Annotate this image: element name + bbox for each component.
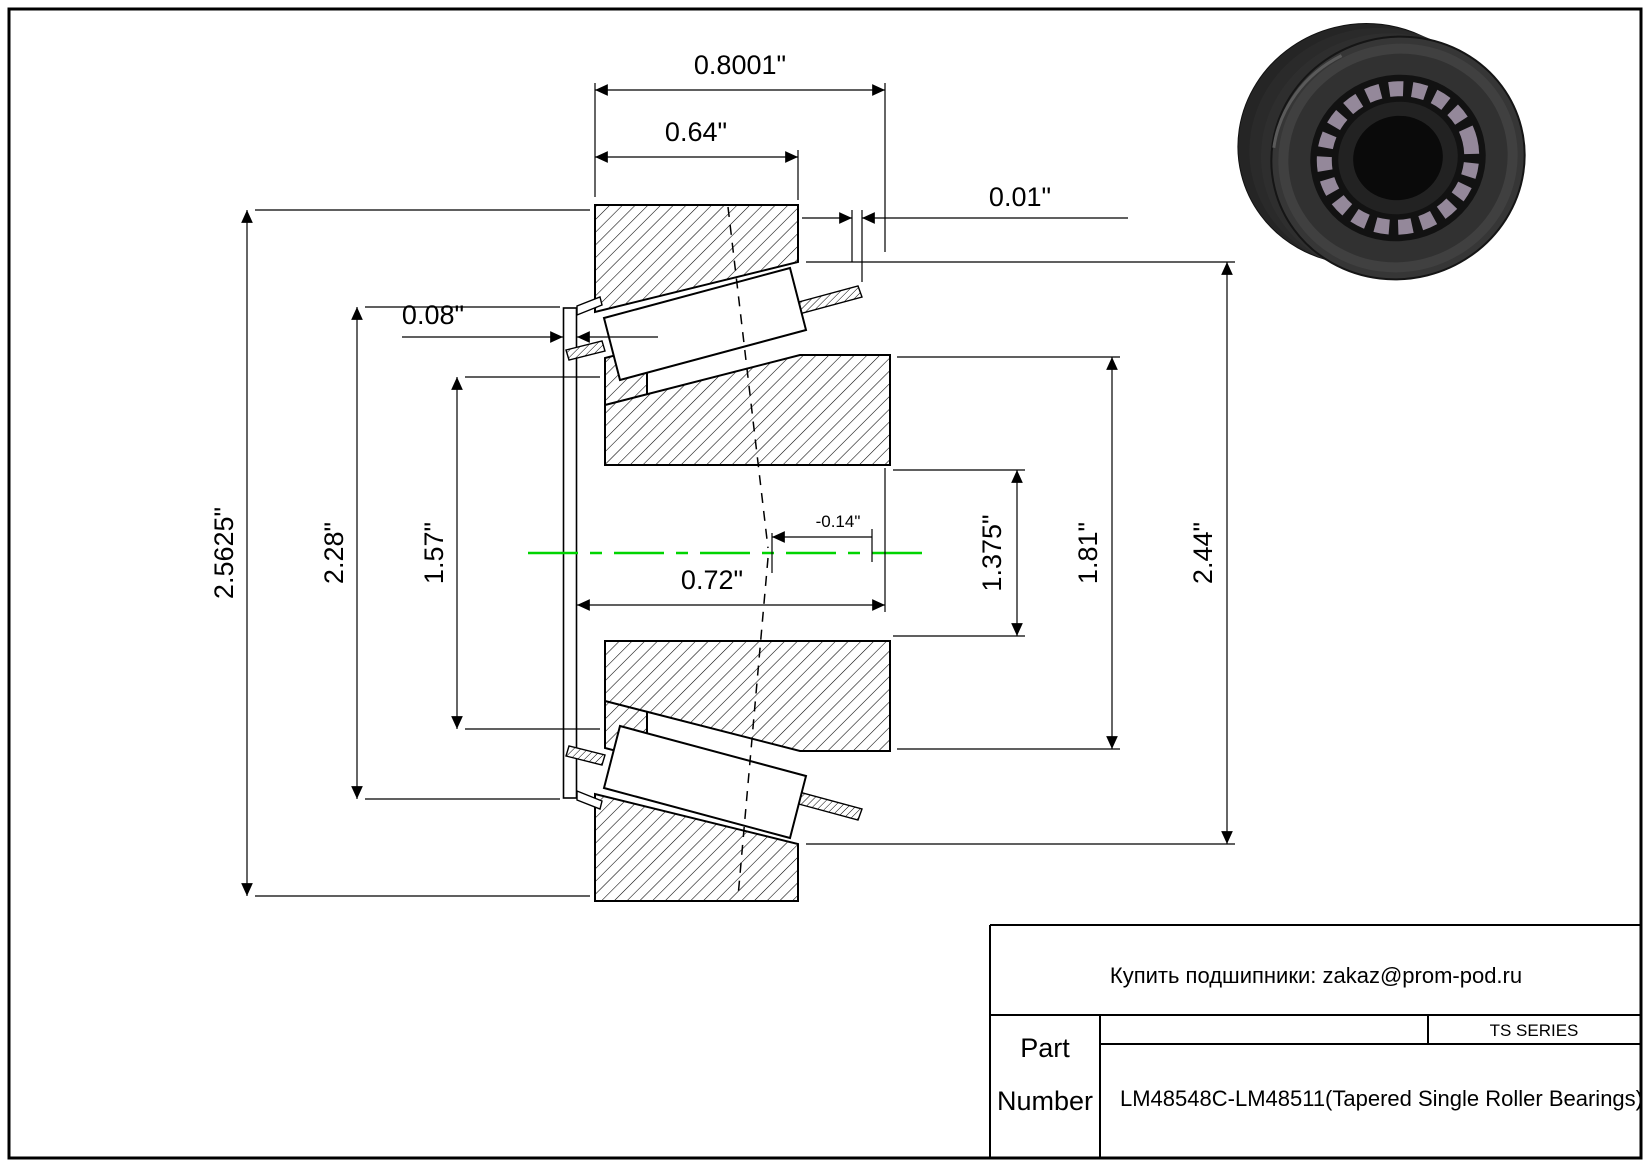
slinger-flare-bottom (576, 789, 603, 810)
render-bore (1353, 115, 1443, 201)
series-label: TS SERIES (1490, 1021, 1579, 1040)
dim-label-cone-backface-od: 1.81" (1073, 522, 1103, 584)
dim-label-bore: 1.375" (977, 514, 1007, 591)
slinger-flare-top (576, 296, 603, 317)
cone-section-top (604, 354, 891, 466)
cup-section-top (594, 204, 799, 314)
dim-cone-backface-od: 1.81" (897, 356, 1120, 750)
dim-standoff: 0.01" (802, 182, 1128, 282)
dim-slinger-standoff: 0.08" (402, 300, 658, 343)
cup-section-bottom (594, 792, 799, 902)
dim-label-cup-od: 2.44" (1188, 522, 1218, 584)
contact-line: Купить подшипники: zakaz@prom-pod.ru (1110, 963, 1522, 988)
part-label-top: Part (1020, 1033, 1070, 1063)
dim-effective-center: -0.14" (771, 512, 873, 573)
dim-bore: 1.375" (893, 469, 1025, 637)
dim-cup-width: 0.64" (595, 117, 799, 200)
dim-flange-od: 2.5625" (209, 209, 590, 897)
dim-label-effective-center: -0.14" (816, 512, 861, 531)
part-number: LM48548C-LM48511(Tapered Single Roller B… (1120, 1086, 1643, 1111)
bearing-3d-render (1237, 23, 1526, 281)
dim-cone-rib-od: 1.57" (419, 376, 600, 730)
dim-label-cone-rib-od: 1.57" (419, 522, 449, 584)
roller-top (602, 266, 808, 382)
dim-label-cone-width: 0.72" (681, 565, 743, 595)
dim-slinger-od: 2.28" (319, 306, 560, 800)
dim-overall-width: 0.8001" (594, 50, 886, 252)
cage-strip-bottom-left (565, 745, 606, 766)
bearing-cross-section (528, 204, 922, 902)
dim-cone-width: 0.72" (577, 468, 886, 612)
dim-label-flange-od: 2.5625" (209, 507, 239, 599)
page-border (7, 7, 1643, 1160)
dim-cup-od: 2.44" (806, 261, 1235, 845)
roller-bottom (602, 724, 808, 840)
title-block: Купить подшипники: zakaz@prom-pod.ru TS … (989, 924, 1643, 1158)
dim-label-standoff: 0.01" (989, 182, 1051, 212)
render-rollers (1316, 81, 1480, 235)
dim-label-cup-width: 0.64" (665, 117, 727, 147)
cage-strip-top-left (565, 340, 606, 361)
part-label-bottom: Number (997, 1086, 1093, 1116)
cage-strip-top-right (794, 285, 863, 315)
cone-section-bottom (604, 640, 891, 752)
cage-strip-bottom-right (794, 791, 863, 821)
dim-label-slinger-standoff: 0.08" (402, 300, 464, 330)
dim-label-slinger-od: 2.28" (319, 522, 349, 584)
dim-label-overall-width: 0.8001" (694, 50, 786, 80)
roller-axis-dashline (727, 206, 769, 898)
render-highlight (1272, 54, 1343, 148)
